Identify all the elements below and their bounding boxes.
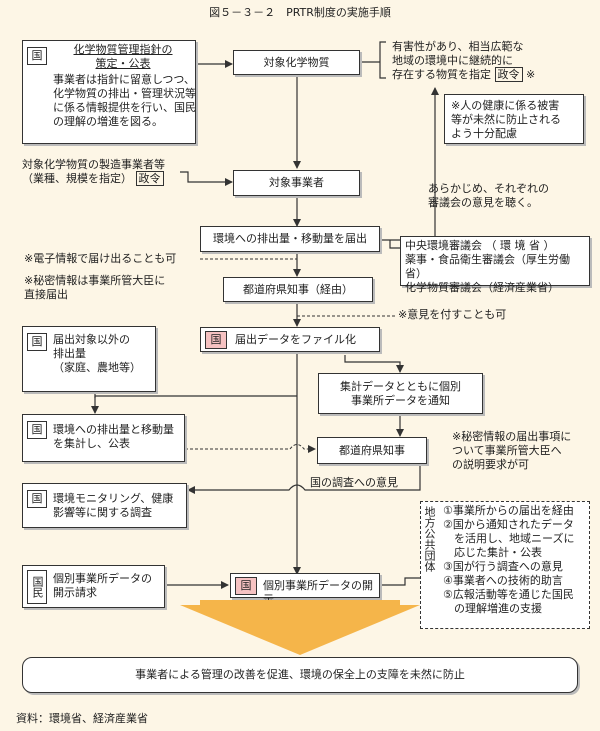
guideline-body: 事業者は指針に留意しつつ、 化学物質の排出・管理状況等 に係る情報提供を行い、国… bbox=[53, 73, 196, 128]
ordinance-label: 政令 bbox=[135, 171, 164, 186]
aggregate-publish-box: 国 環境への排出量と移動量 を集計し、公表 bbox=[22, 414, 185, 462]
council-consultation-note: あらかじめ、それぞれの 審議会の意見を聴く。 bbox=[428, 182, 549, 209]
aggregate-text: 環境への排出量と移動量 を集計し、公表 bbox=[53, 423, 174, 450]
down-arrow-icon bbox=[180, 600, 420, 655]
citizen-tag: 国民 bbox=[27, 570, 47, 604]
guideline-heading: 化学物質管理指針の 策定・公表 bbox=[73, 43, 173, 70]
monitoring-text: 環境モニタリング、健康 影響等に関する調査 bbox=[53, 492, 174, 519]
disclosure-label: 個別事業所データの開示 bbox=[263, 579, 373, 606]
opinion-note: ※意見を付すことも可 bbox=[398, 308, 507, 321]
confidential-request-note: ※秘密情報の届出事項に ついて事業所管大臣へ の説明要求が可 bbox=[452, 430, 572, 471]
disclosure-request-text: 個別事業所データの 開示請求 bbox=[53, 572, 152, 599]
ordinance-label: 政令 bbox=[494, 67, 523, 82]
result-box: 事業者による管理の改善を促進、環境の保全上の支障を未然に防止 bbox=[22, 657, 578, 693]
gov-tag: 国 bbox=[27, 421, 47, 439]
business-definition-note: 対象化学物質の製造事業者等 （業種、規模を指定） 政令 bbox=[22, 158, 165, 186]
gov-tag: 国 bbox=[235, 577, 257, 595]
data-file-label: 届出データをファイル化 bbox=[235, 333, 356, 346]
confidential-filing-note: ※秘密情報は事業所管大臣に 直接届出 bbox=[24, 274, 166, 301]
electronic-filing-note: ※電子情報で届け出ることも可 bbox=[24, 252, 177, 265]
prefecture-governor-box: 都道府県知事 bbox=[317, 437, 427, 464]
emission-report-box: 環境への排出量・移動量を届出 bbox=[200, 226, 380, 252]
local-government-box: 地方公共団体 ①事業所からの届出を経由 ②国から通知されたデータ を活用し、地域… bbox=[420, 501, 590, 629]
gov-tag: 国 bbox=[27, 333, 47, 351]
prefecture-via-box: 都道府県知事（経由） bbox=[223, 277, 373, 302]
chemical-designation-note: 有害性があり、相当広範な 地域の環境中に継続的に 存在する物質を指定 政令 ※ bbox=[392, 40, 536, 82]
disclosure-request-box: 国民 個別事業所データの 開示請求 bbox=[22, 565, 165, 608]
survey-opinion-label: 国の調査への意見 bbox=[310, 476, 398, 489]
target-business-box: 対象事業者 bbox=[233, 170, 360, 196]
councils-box: 中央環境審議会 （ 環 境 省 ） 薬事・食品衛生審議会（厚生労働省） 化学物質… bbox=[400, 236, 590, 294]
gov-tag: 国 bbox=[27, 47, 47, 65]
chemical-guideline-box: 国 化学物質管理指針の 策定・公表 事業者は指針に留意しつつ、 化学物質の排出・… bbox=[22, 40, 196, 144]
local-government-list: ①事業所からの届出を経由 ②国から通知されたデータ を活用し、地域ニーズに 応じ… bbox=[443, 504, 575, 615]
monitoring-box: 国 環境モニタリング、健康 影響等に関する調査 bbox=[22, 483, 187, 528]
data-file-box: 国 届出データをファイル化 bbox=[200, 327, 380, 352]
gov-tag: 国 bbox=[27, 490, 47, 508]
source-note: 資料：環境省、経済産業省 bbox=[16, 712, 148, 725]
disclosure-box: 国 個別事業所データの開示 bbox=[230, 573, 380, 606]
local-government-label: 地方公共団体 bbox=[423, 506, 436, 572]
target-chemicals-box: 対象化学物質 bbox=[233, 50, 360, 75]
non-target-emissions-box: 国 届出対象以外の 排出量 （家庭、農地等） bbox=[22, 326, 156, 392]
figure-title: 図５－３－２ PRTR制度の実施手順 bbox=[209, 6, 391, 19]
notify-box: 集計データとともに個別 事業所データを通知 bbox=[318, 373, 483, 414]
gov-tag: 国 bbox=[205, 331, 227, 349]
health-consideration-note: ※人の健康に係る被害 等が未然に防止される よう十分配慮 bbox=[444, 94, 584, 144]
non-target-text: 届出対象以外の 排出量 （家庭、農地等） bbox=[53, 333, 141, 374]
